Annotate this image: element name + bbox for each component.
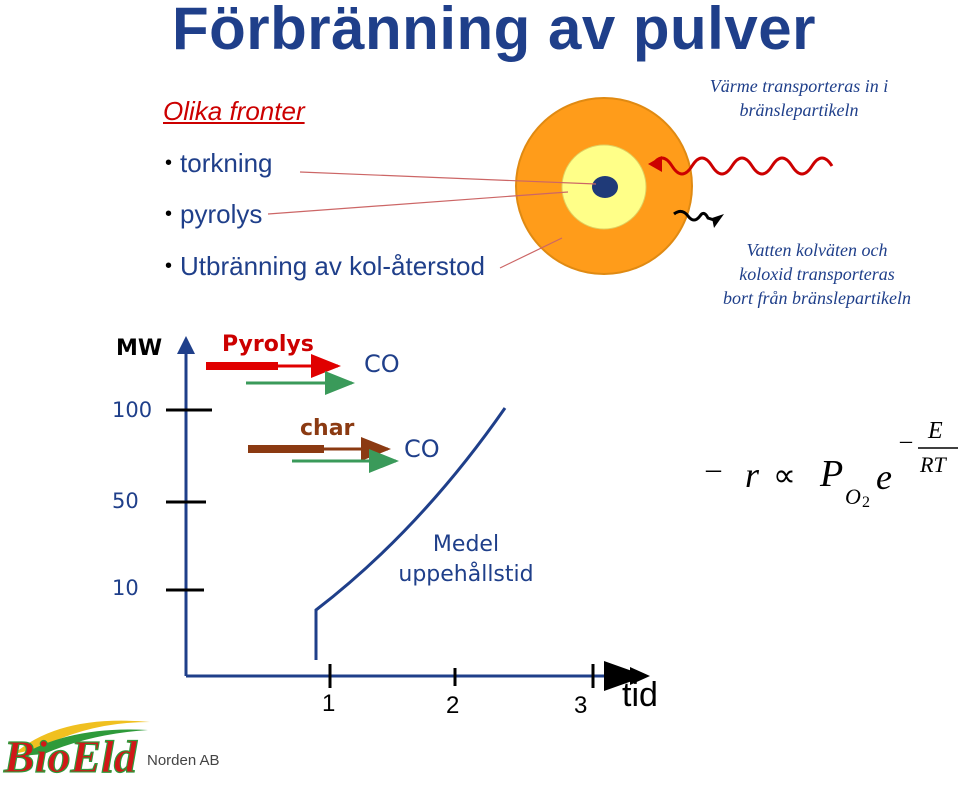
heat-wave (650, 156, 834, 176)
outgoing-squiggle-arrowhead (712, 214, 724, 228)
formula-exponent-minus: – (900, 428, 912, 454)
char-co-label: CO (404, 435, 440, 463)
y-axis-label: MW (116, 336, 163, 361)
residence-time-label: Medel uppehållstid (398, 532, 534, 587)
x-tick-label-2: 2 (446, 692, 460, 719)
leader-utbranning (499, 237, 563, 269)
formula-P: P (820, 453, 844, 495)
bullet-torkning: •torkning (165, 148, 273, 178)
x-tick-label-1: 1 (322, 690, 336, 717)
bullet-dot: • (165, 255, 173, 277)
particle-core (592, 176, 618, 198)
formula-minus: – (706, 452, 721, 485)
pyrolys-co-label: CO (364, 350, 400, 378)
x-axis-label: tid (622, 676, 658, 714)
pyrolys-arrow-bar (206, 362, 278, 370)
slide-subtitle: Olika fronter (163, 96, 305, 126)
x-axis-arrowhead (630, 667, 650, 685)
note-mass-transport: Vatten kolväten och koloxid transportera… (723, 240, 911, 308)
pyrolys-label: Pyrolys (222, 332, 314, 357)
residence-time-curve (314, 407, 507, 660)
y-tick-label-10: 10 (112, 576, 139, 600)
formula-r: r (745, 455, 760, 495)
slide-title: Förbränning av pulver (172, 0, 816, 62)
company-name: Norden AB (147, 752, 220, 769)
formula-exponent-E: E (928, 418, 943, 444)
bullet-pyrolys: •pyrolys (165, 199, 263, 229)
x-tick-label-3: 3 (574, 692, 588, 719)
formula-subscript-o: O (845, 484, 861, 509)
char-arrow-bar (248, 445, 324, 453)
heat-wave-arrowhead (648, 156, 662, 172)
y-tick-label-100: 100 (112, 398, 153, 422)
bioeld-wordmark-text: BioEld (3, 731, 138, 778)
y-axis-arrowhead (177, 336, 195, 354)
formula-exponent-RT: RT (920, 452, 946, 477)
formula-proportional: ∝ (773, 457, 796, 493)
bullet-utbranning: •Utbränning av kol-återstod (165, 251, 485, 281)
leader-pyrolys (267, 191, 569, 215)
note-heat-transport: Värme transporteras in i bränslepartikel… (709, 76, 889, 120)
outgoing-squiggle (673, 209, 715, 222)
bioeld-wordmark: BioEld (2, 720, 150, 783)
y-tick-label-50: 50 (112, 489, 139, 513)
bullet-dot: • (165, 203, 173, 225)
formula-subscript-2: 2 (862, 494, 870, 511)
bioeld-logo: BioEld (0, 708, 220, 786)
leader-torkning (299, 171, 597, 185)
formula-e: e (876, 457, 892, 497)
bullet-dot: • (165, 152, 173, 174)
char-label: char (300, 416, 355, 441)
